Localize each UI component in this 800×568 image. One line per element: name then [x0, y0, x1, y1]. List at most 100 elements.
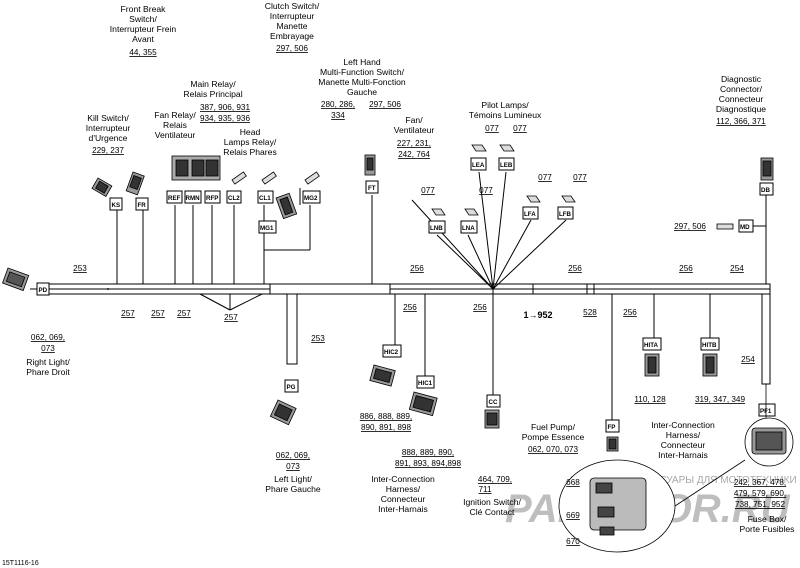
tag-fr: FR	[138, 202, 147, 209]
seg-253-a: 253	[73, 264, 87, 273]
cl2-plug-icon	[231, 171, 247, 185]
fuse-detail-icon	[558, 459, 746, 553]
ref-077-lfb: 077	[573, 173, 587, 182]
headlamps-title-1: Head	[240, 127, 261, 137]
ich-left-refs-b1: 888, 889, 890,	[402, 448, 454, 457]
main-relay-title-1: Main Relay/	[190, 79, 236, 89]
fan-refs-1: 227, 231,	[397, 139, 431, 148]
lfb-lamp-icon	[561, 195, 576, 203]
relay-block-icon	[171, 155, 221, 181]
diagnostic-title-3: Connecteur	[719, 94, 764, 104]
fan-title-1: Fan/	[405, 115, 423, 125]
left-light-title-2: Phare Gauche	[265, 484, 321, 494]
ich-right-title-2: Harness/	[666, 430, 701, 440]
kill-switch-title-2: Interrupteur	[86, 123, 131, 133]
kill-switch-connector-icon	[91, 177, 113, 197]
front-break-title-3: Interrupteur Frein	[110, 24, 177, 34]
tag-lnb: LNB	[430, 225, 443, 232]
ignition-refs-1: 464, 709,	[478, 475, 512, 484]
ich-right-title-1: Inter-Connection	[651, 420, 715, 430]
fuse-box-refs-2: 479, 579, 690,	[734, 489, 786, 498]
diagnostic-refs: 112, 366, 371	[716, 117, 766, 126]
ich-right-title-4: Inter-Harnais	[658, 450, 708, 460]
seg-256-e: 256	[623, 308, 637, 317]
ref-077-lfa: 077	[538, 173, 552, 182]
ignition-refs-2: 711	[478, 485, 491, 494]
left-light-refs-2: 073	[286, 462, 300, 471]
tag-mg1: MG1	[260, 225, 274, 232]
tag-ref: REF	[168, 195, 181, 202]
seg-256-b: 256	[403, 303, 417, 312]
fuse-box-title-2: Porte Fusibles	[740, 524, 795, 534]
tag-cc: CC	[489, 399, 498, 406]
mfs-title-4: Gauche	[347, 87, 377, 97]
front-break-title-4: Avant	[132, 34, 154, 44]
seg-257-c: 257	[177, 309, 191, 318]
ich-left-refs-a1: 886, 888, 889,	[360, 412, 412, 421]
seg-256-d: 256	[568, 264, 582, 273]
hic1-connector-icon	[408, 391, 438, 417]
tag-fp: FP	[608, 424, 616, 431]
fan-relay-title-2: Relais	[163, 120, 187, 130]
main-relay-title-2: Relais Principal	[183, 89, 242, 99]
clutch-refs: 297, 506	[276, 44, 308, 53]
mfs-title-2: Multi-Function Switch/	[320, 67, 405, 77]
watermark-top: ЗАПЧАСТИ АКСЕССУАРЫ ДЛЯ МОТОТЕХНИКИ	[570, 475, 797, 486]
tag-md: MD	[740, 224, 750, 231]
component-drawings	[2, 144, 794, 553]
ref-077-lna: 077	[479, 186, 493, 195]
main-relay-refs-1: 387, 906, 931	[200, 103, 251, 112]
lna-lamp-icon	[464, 208, 479, 216]
fuse-box-icon	[744, 384, 794, 467]
md-plug-icon	[716, 223, 734, 230]
pilot-lamp-b-icon	[499, 144, 515, 152]
bracket-257	[199, 293, 263, 311]
right-light-refs-2: 073	[41, 344, 55, 353]
left-hand-mfs-connector-icon	[275, 192, 298, 220]
left-light-refs-1: 062, 069,	[276, 451, 310, 460]
right-light-title-1: Right Light/	[26, 357, 70, 367]
tag-rmn: RMN	[186, 195, 201, 202]
left-light-connector-icon	[269, 399, 297, 426]
ich-right-refs-a: 110, 128	[634, 395, 666, 404]
fuel-pump-title-1: Fuel Pump/	[531, 422, 576, 432]
left-light-title-1: Left Light/	[274, 474, 312, 484]
right-light-title-2: Phare Droit	[26, 367, 70, 377]
ref-077-lnb: 077	[421, 186, 435, 195]
fuse-box-refs-1: 242, 367, 478,	[734, 478, 786, 487]
main-relay-refs-2: 934, 935, 936	[200, 114, 251, 123]
fuse-668: 668	[566, 478, 580, 487]
diagnostic-title-2: Connector/	[720, 84, 763, 94]
diagnostic-title-4: Diagnostique	[716, 104, 766, 114]
mg2-plug-icon	[304, 171, 320, 185]
tag-lna: LNA	[462, 225, 475, 232]
ich-left-title-2: Harness/	[386, 484, 421, 494]
front-break-title-1: Front Break	[121, 4, 167, 14]
tag-cl2: CL2	[228, 195, 240, 202]
mfs-title-3: Manette Multi-Fonction	[318, 77, 406, 87]
clutch-title-4: Embrayage	[270, 31, 314, 41]
kill-switch-title-1: Kill Switch/	[87, 113, 129, 123]
fuel-pump-refs: 062, 070, 073	[528, 445, 579, 454]
tag-ft: FT	[368, 185, 376, 192]
hic2-connector-icon	[369, 364, 396, 387]
fan-connector-icon	[364, 154, 376, 176]
mfs-refs-1: 280, 286,	[321, 100, 355, 109]
lfa-lamp-icon	[526, 195, 541, 203]
cl1-plug-icon	[261, 171, 277, 185]
tag-mg2: MG2	[304, 195, 318, 202]
pilot-ref-b: 077	[513, 124, 527, 133]
pilot-lamp-a-icon	[471, 144, 487, 152]
clutch-title-2: Interrupteur	[270, 11, 315, 21]
headlamps-title-2: Lamps Relay/	[224, 137, 277, 147]
hitb-connector-icon	[702, 353, 718, 377]
seg-528: 528	[583, 308, 597, 317]
tag-lfa: LFA	[524, 211, 536, 218]
tag-cl1: CL1	[259, 195, 271, 202]
tag-lfb: LFB	[559, 211, 572, 218]
ich-left-title-4: Inter-Harnais	[378, 504, 428, 514]
pilot-title-1: Pilot Lamps/	[481, 100, 529, 110]
seg-256-c: 256	[473, 303, 487, 312]
clutch-title-3: Manette	[276, 21, 307, 31]
